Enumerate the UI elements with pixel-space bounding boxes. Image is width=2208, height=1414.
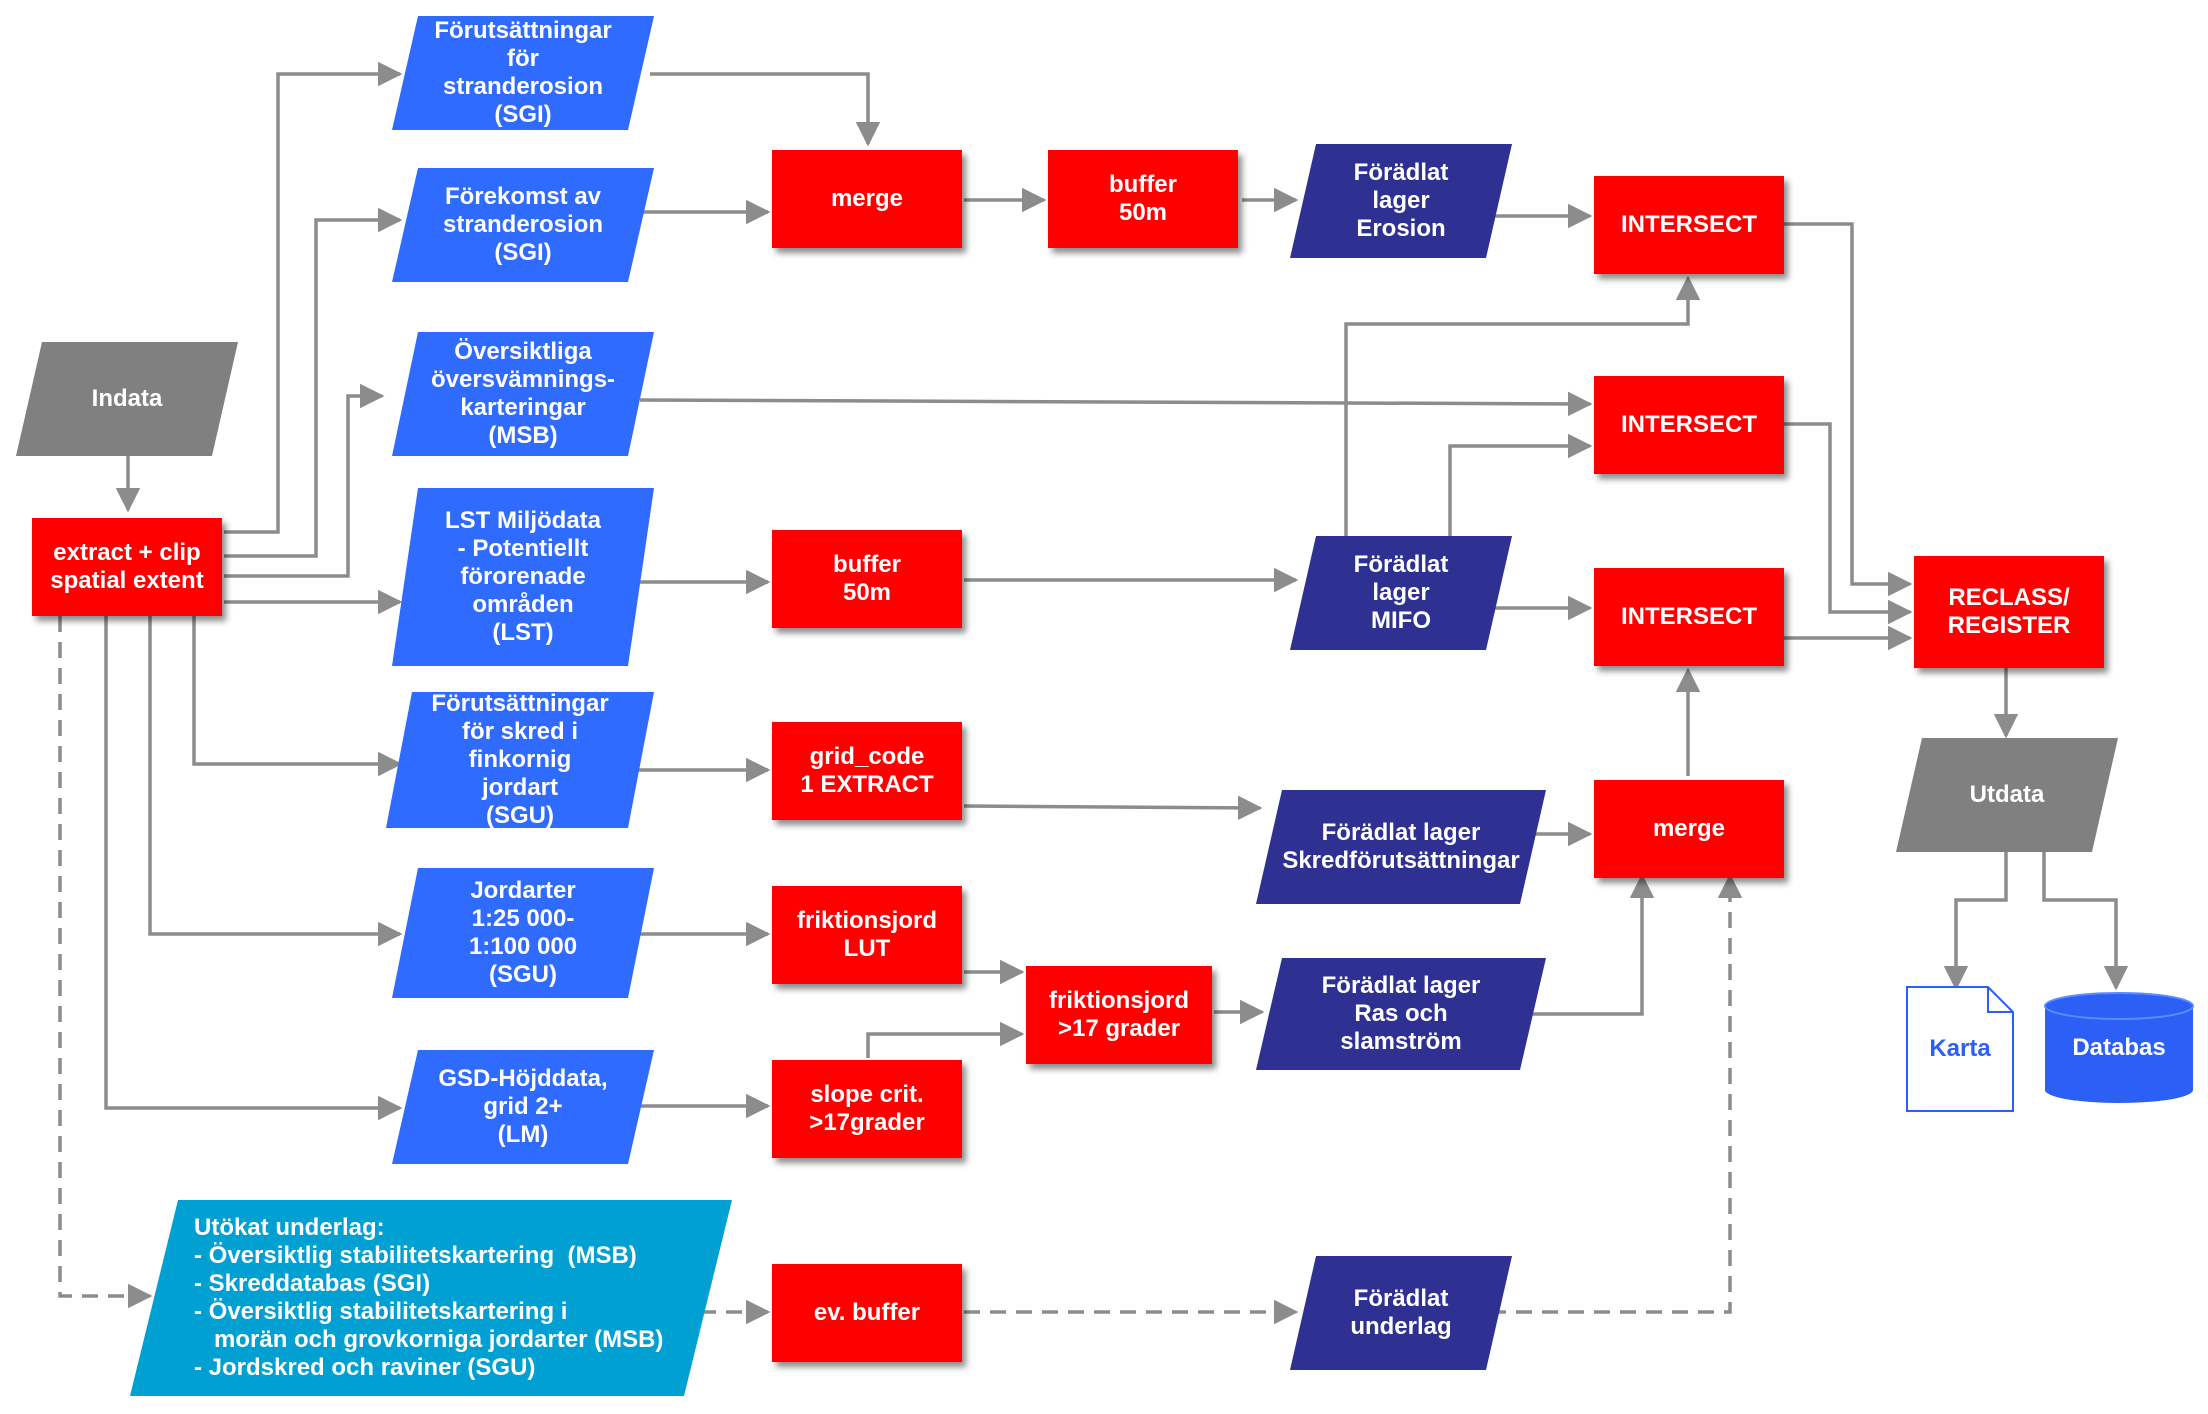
arrow-intersect1-reclass: [1782, 222, 1913, 597]
karta-document: Karta: [1906, 986, 2014, 1112]
merge-top-process: merge: [772, 150, 962, 248]
intersect-3-label: INTERSECT: [1620, 603, 1757, 630]
foradlat-underlag-layer: Förädlat underlag: [1290, 1256, 1512, 1370]
foradlat-ras-label: Förädlat lager Ras och slamström: [1321, 972, 1481, 1055]
karta-label: Karta: [1929, 1035, 1991, 1062]
intersect-2-process: INTERSECT: [1594, 376, 1784, 474]
grid-code-label: grid_code 1 EXTRACT: [800, 743, 934, 798]
intersect-1-label: INTERSECT: [1620, 211, 1757, 238]
arrow-gridcode-skredlager: [963, 795, 1263, 821]
input-oversvamning: Översiktliga översvämnings- karteringar …: [392, 332, 654, 456]
arrow-extract-jordarter: [148, 616, 403, 947]
friktionsjord-17-label: friktionsjord >17 grader: [1048, 987, 1189, 1042]
arrow-extract-forutsattningar-strand: [224, 61, 403, 534]
input-forutsattningar-stranderosion-label: Förutsättningar för stranderosion (SGI): [434, 17, 612, 128]
input-gsd-hojddata-label: GSD-Höjddata, grid 2+ (LM): [438, 1065, 608, 1148]
ev-buffer-label: ev. buffer: [813, 1299, 921, 1326]
arrow-extract-forekomst-strand: [224, 207, 403, 558]
friktionsjord-lut-label: friktionsjord LUT: [796, 907, 937, 962]
arrow-underlag-merge-dashed: [1490, 873, 1743, 1314]
databas-label: Databas: [2072, 1034, 2166, 1061]
reclass-register-label: RECLASS/ REGISTER: [1947, 584, 2071, 639]
arrow-mifo-intersect2: [1448, 433, 1593, 536]
ev-buffer-process: ev. buffer: [772, 1264, 962, 1362]
merge-bottom-process: merge: [1594, 780, 1784, 878]
input-jordarter-label: Jordarter 1:25 000- 1:100 000 (SGU): [468, 877, 578, 988]
intersect-2-label: INTERSECT: [1620, 411, 1757, 438]
arrow-utdata-karta: [1943, 852, 2008, 991]
input-gsd-hojddata: GSD-Höjddata, grid 2+ (LM): [392, 1050, 654, 1164]
input-skred-forutsattningar: Förutsättningar för skred i finkornig jo…: [386, 690, 654, 829]
arrow-intersect2-reclass: [1782, 422, 1913, 625]
input-utokat-underlag-label: Utökat underlag: - Översiktlig stabilite…: [194, 1214, 664, 1381]
merge-bottom-label: merge: [1652, 815, 1726, 842]
foradlat-erosion-label: Förädlat lager Erosion: [1353, 159, 1449, 242]
reclass-register-process: RECLASS/ REGISTER: [1914, 556, 2104, 668]
foradlat-skred-layer: Förädlat lager Skredförutsättningar: [1256, 790, 1546, 904]
arrow-mifo-intersect1: [1344, 275, 1701, 536]
buffer-lst-process: buffer 50m: [772, 530, 962, 628]
input-lst-miljodata: LST Miljödata - Potentiellt förorenade o…: [392, 488, 654, 666]
buffer-lst-label: buffer 50m: [833, 551, 901, 606]
arrow-extract-utokat-dashed: [58, 616, 153, 1309]
arrow-forutsattningar-merge: [650, 72, 881, 147]
buffer-top-process: buffer 50m: [1048, 150, 1238, 248]
friktionsjord-17-process: friktionsjord >17 grader: [1026, 966, 1212, 1064]
indata-label: Indata: [91, 385, 163, 412]
arrow-extract-oversvamning: [224, 383, 385, 578]
arrow-extract-skred: [192, 616, 403, 777]
foradlat-mifo-label: Förädlat lager MIFO: [1353, 551, 1449, 634]
input-forekomst-stranderosion-label: Förekomst av stranderosion (SGI): [442, 183, 604, 266]
input-forekomst-stranderosion: Förekomst av stranderosion (SGI): [392, 168, 654, 282]
arrow-ras-merge: [1530, 873, 1655, 1016]
utdata-label: Utdata: [1969, 781, 2045, 808]
arrow-extract-gsd: [104, 616, 403, 1121]
indata-node: Indata: [16, 342, 238, 456]
slope-crit-process: slope crit. >17grader: [772, 1060, 962, 1158]
intersect-1-process: INTERSECT: [1594, 176, 1784, 274]
foradlat-skred-label: Förädlat lager Skredförutsättningar: [1282, 819, 1520, 874]
input-oversvamning-label: Översiktliga översvämnings- karteringar …: [430, 338, 616, 449]
foradlat-ras-layer: Förädlat lager Ras och slamström: [1256, 958, 1546, 1070]
input-skred-forutsattningar-label: Förutsättningar för skred i finkornig jo…: [431, 690, 609, 829]
input-lst-miljodata-label: LST Miljödata - Potentiellt förorenade o…: [445, 507, 601, 646]
databas-cylinder: Databas: [2044, 992, 2194, 1104]
foradlat-mifo-layer: Förädlat lager MIFO: [1290, 536, 1512, 650]
arrow-utdata-databas: [2042, 852, 2129, 991]
input-utokat-underlag: Utökat underlag: - Översiktlig stabilite…: [130, 1200, 732, 1396]
utdata-node: Utdata: [1896, 738, 2118, 852]
foradlat-underlag-label: Förädlat underlag: [1350, 1285, 1452, 1340]
extract-clip-process: extract + clip spatial extent: [32, 518, 222, 616]
arrow-slope-friktion17: [866, 1021, 1025, 1058]
merge-top-label: merge: [830, 185, 904, 212]
arrow-oversvamning-intersect2: [639, 391, 1593, 417]
slope-crit-label: slope crit. >17grader: [809, 1081, 925, 1136]
intersect-3-process: INTERSECT: [1594, 568, 1784, 666]
friktionsjord-lut-process: friktionsjord LUT: [772, 886, 962, 984]
grid-code-process: grid_code 1 EXTRACT: [772, 722, 962, 820]
foradlat-erosion-layer: Förädlat lager Erosion: [1290, 144, 1512, 258]
input-jordarter: Jordarter 1:25 000- 1:100 000 (SGU): [392, 868, 654, 998]
input-forutsattningar-stranderosion: Förutsättningar för stranderosion (SGI): [392, 16, 654, 130]
buffer-top-label: buffer 50m: [1109, 171, 1177, 226]
extract-clip-label: extract + clip spatial extent: [50, 539, 204, 594]
